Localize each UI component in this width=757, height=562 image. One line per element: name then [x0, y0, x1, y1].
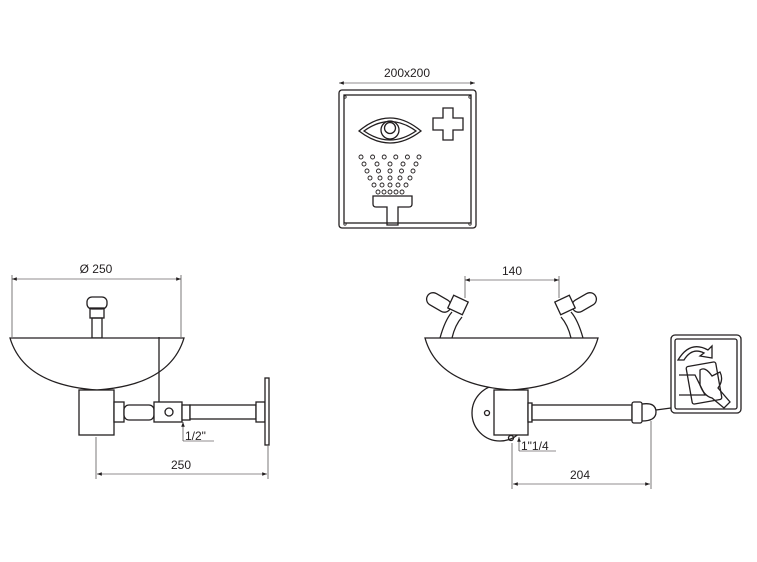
- basin-bowl-side: [424, 337, 599, 391]
- spray-dot: [407, 175, 413, 181]
- spray-dot: [393, 189, 399, 195]
- drain-cylinder: [78, 389, 115, 436]
- spray-dot: [371, 182, 377, 188]
- spray-dot: [375, 189, 381, 195]
- spray-dot: [381, 189, 387, 195]
- sign-inner-border: [343, 94, 472, 224]
- spray-dot: [379, 182, 385, 188]
- sign-outer-border: [338, 89, 477, 229]
- spray-dot: [399, 189, 405, 195]
- spray-dot: [376, 168, 381, 174]
- spray-dot: [361, 161, 367, 167]
- sign-size-label: 200x200: [384, 66, 430, 80]
- spray-dot: [403, 182, 409, 188]
- spray-dot: [413, 161, 419, 167]
- hand-icon: [699, 368, 731, 409]
- side-view: 140 1"1/4: [424, 264, 742, 489]
- supply-pipe: [189, 404, 257, 420]
- water-spray-icon: [358, 154, 422, 195]
- right-nozzle: [553, 292, 598, 339]
- nozzle-spacing-label: 140: [502, 264, 522, 278]
- push-paddle-sign: [670, 334, 742, 414]
- spray-dot: [393, 154, 399, 160]
- spray-dot: [381, 154, 387, 160]
- spray-dot: [367, 175, 373, 181]
- depth-label: 250: [171, 458, 191, 472]
- lever-arm-pipe: [531, 404, 633, 421]
- spray-dot: [358, 154, 364, 160]
- spray-dot: [387, 182, 393, 188]
- spray-dot: [400, 161, 406, 167]
- arm-length-label: 204: [570, 468, 590, 482]
- spray-dot: [374, 161, 380, 167]
- supply-valve: [113, 401, 191, 423]
- diameter-label: Ø 250: [80, 262, 113, 276]
- eye-icon: [357, 117, 423, 144]
- spray-dot: [395, 182, 401, 188]
- spray-dot: [399, 168, 404, 174]
- nozzle: [86, 296, 108, 339]
- inlet-size-label: 1/2": [185, 429, 206, 443]
- first-aid-cross-icon: [432, 107, 464, 141]
- eyewash-fountain-icon: [372, 195, 413, 226]
- spray-dot: [416, 154, 422, 160]
- pipe-flange: [255, 401, 266, 423]
- drain-body: [493, 389, 529, 436]
- spray-dot: [397, 175, 403, 181]
- eyewash-safety-sign: 200x200: [338, 66, 477, 229]
- basin-bowl: [9, 337, 185, 391]
- spray-dot: [387, 175, 393, 181]
- spray-dot: [410, 168, 416, 174]
- spray-dot: [387, 168, 393, 174]
- spray-dot: [387, 189, 393, 195]
- spray-dot: [404, 154, 410, 160]
- spray-dot: [387, 161, 393, 167]
- spray-dot: [377, 175, 383, 181]
- drain-size-label: 1"1/4: [521, 439, 549, 453]
- left-nozzle: [425, 292, 470, 339]
- spray-dot: [364, 168, 370, 174]
- wall-plate: [264, 377, 270, 446]
- rotate-arrow-icon: [676, 344, 713, 361]
- front-view: Ø 250 1/2" 250: [9, 262, 270, 479]
- spray-dot: [370, 154, 376, 160]
